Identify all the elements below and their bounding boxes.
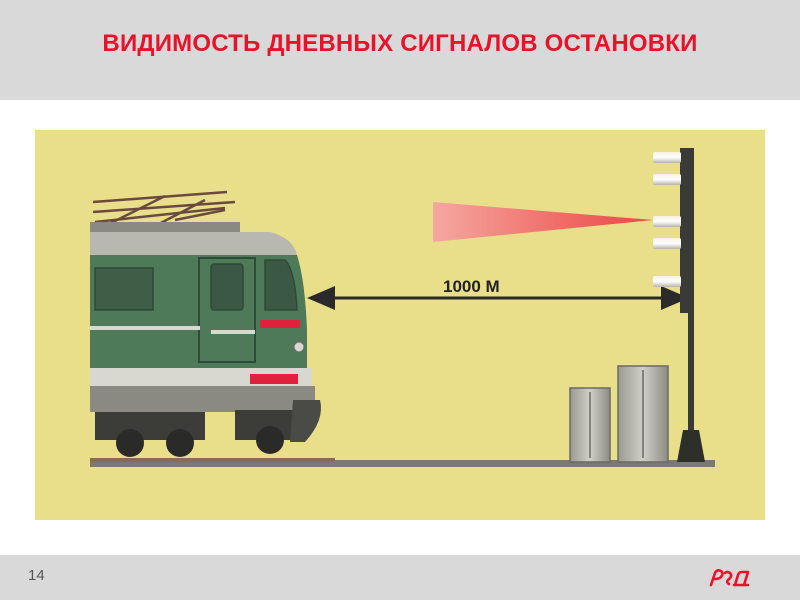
slide-title: ВИДИМОСТЬ ДНЕВНЫХ СИГНАЛОВ ОСТАНОВКИ: [102, 30, 698, 57]
signal-visibility-illustration: 1000 М: [35, 130, 765, 520]
distance-label: 1000 М: [443, 277, 500, 296]
white-stripe-door: [211, 330, 255, 334]
distance-arrow: [307, 286, 689, 310]
ground-line: [90, 458, 715, 467]
locomotive: [90, 190, 321, 457]
white-stripe: [90, 326, 200, 330]
underframe: [90, 386, 315, 412]
bogies: [95, 400, 321, 457]
relay-cabinets: [569, 365, 669, 463]
red-stripe-lower: [250, 374, 298, 384]
headlight: [293, 341, 305, 353]
header-bar: ВИДИМОСТЬ ДНЕВНЫХ СИГНАЛОВ ОСТАНОВКИ: [0, 0, 800, 100]
cab-window: [210, 263, 244, 311]
pantograph: [92, 190, 236, 228]
rzd-logo-icon: [709, 569, 750, 587]
footer-bar: 14: [0, 555, 800, 600]
side-window: [94, 267, 154, 311]
red-stripe-front: [260, 320, 300, 328]
signal-mast: [653, 148, 705, 462]
signal-beam: [433, 202, 653, 242]
signal-lenses: [653, 152, 681, 287]
page-number: 14: [28, 567, 45, 584]
roof: [90, 232, 297, 255]
front-window: [264, 259, 298, 311]
roof-base: [90, 222, 240, 232]
cab-door: [198, 257, 256, 363]
illustration-canvas: 1000 М: [90, 148, 715, 467]
